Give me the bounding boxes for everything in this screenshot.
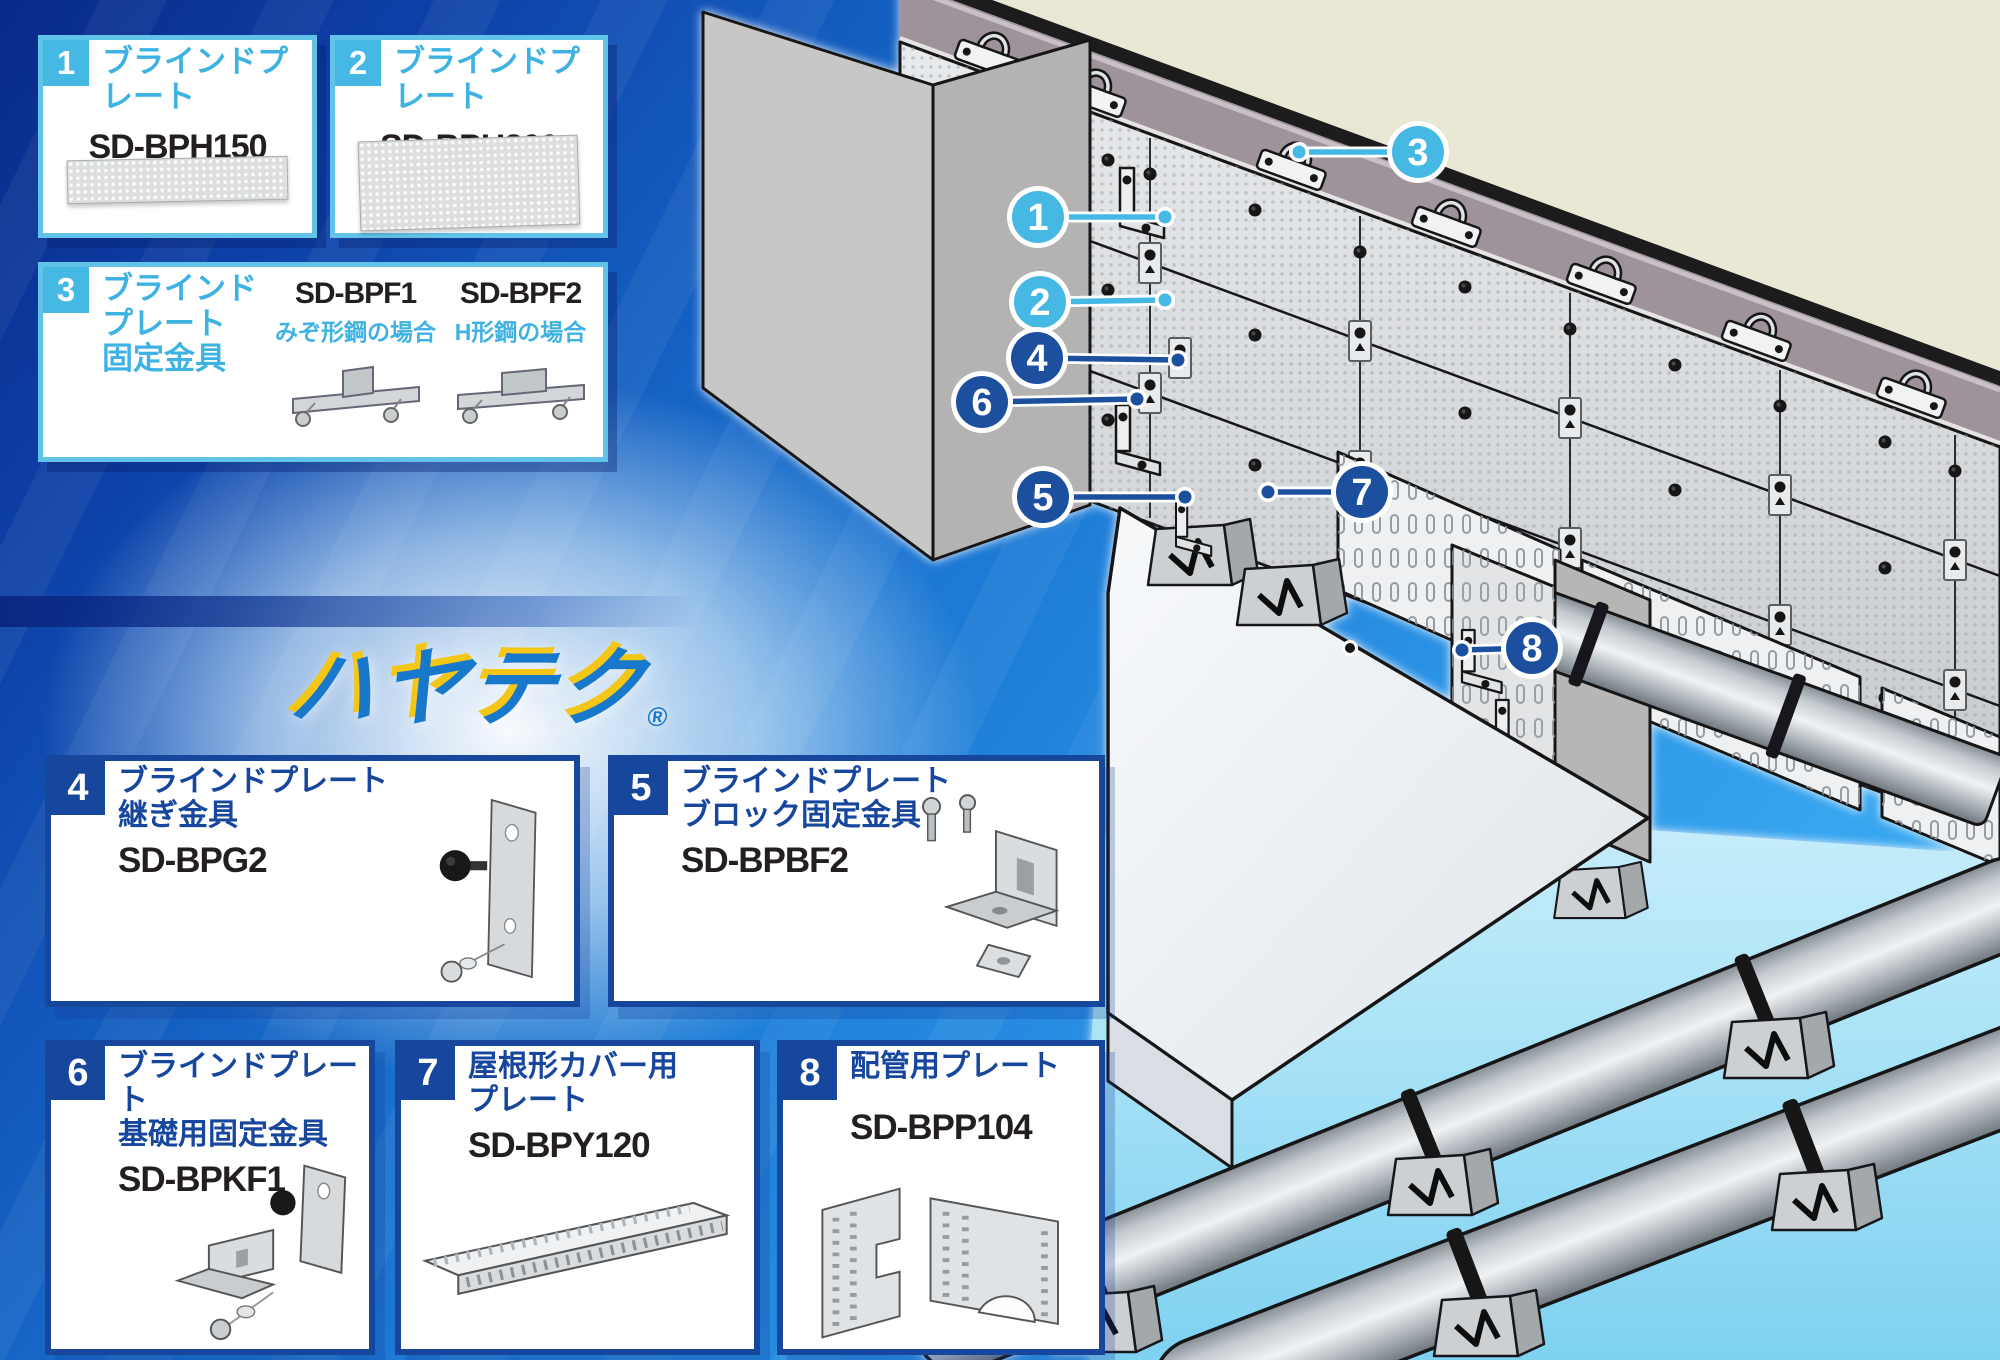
product-image-joint-bracket — [439, 798, 537, 983]
product-title: ブラインドプレート — [394, 44, 580, 115]
callout-6: 6 — [951, 371, 1147, 433]
product-card-2: 2 ブラインドプレート SD-BPH300 — [330, 35, 608, 238]
product-model: SD-BPG2 — [118, 840, 268, 880]
callout-5: 5 — [1012, 466, 1195, 528]
product-number-badge: 4 — [51, 761, 105, 815]
svg-text:7: 7 — [1351, 472, 1372, 514]
callout-1: 1 — [1007, 186, 1175, 248]
svg-text:1: 1 — [1027, 197, 1048, 239]
product-number-badge: 5 — [614, 761, 668, 815]
product-card-3: 3 ブラインドプレート 固定金具 SD-BPF1 みぞ形鋼の場合 — [38, 262, 608, 462]
callout-7: 7 — [1258, 461, 1393, 523]
product-card-8: 8 配管用プレート SD-BPP104 — [777, 1040, 1105, 1355]
product-title: ブラインドプレート 継ぎ金具 — [118, 765, 388, 832]
product-model: SD-BPF1 — [294, 277, 417, 310]
product-card-1: 1 ブラインドプレート SD-BPH150 — [38, 35, 317, 238]
product-number-badge: 2 — [335, 40, 381, 86]
product-number-badge: 6 — [51, 1046, 105, 1100]
callout-2: 2 — [1009, 271, 1175, 333]
product-model: SD-BPBF2 — [681, 840, 849, 880]
variant-sd-bpf1: SD-BPF1 みぞ形鋼の場合 — [273, 277, 438, 437]
product-number-badge: 8 — [783, 1046, 837, 1100]
callout-4: 4 — [1006, 327, 1188, 389]
product-image-fixing-bracket-2 — [456, 367, 585, 424]
product-note: H形鋼の場合 — [454, 319, 587, 345]
product-model: SD-BPF2 — [459, 277, 582, 310]
callout-8: 8 — [1452, 617, 1563, 679]
product-model: SD-BPKF1 — [118, 1159, 286, 1199]
background-navy-band — [0, 596, 700, 627]
product-card-7: 7 屋根形カバー用 プレート SD-BPY120 — [395, 1040, 760, 1355]
svg-text:5: 5 — [1032, 477, 1053, 519]
product-image-foundation-bracket — [174, 1164, 347, 1341]
svg-text:3: 3 — [1407, 132, 1428, 174]
product-model: SD-BPP104 — [850, 1108, 1033, 1147]
product-title: ブラインドプレート 基礎用固定金具 — [118, 1050, 358, 1151]
product-image-fixing-bracket-1 — [291, 365, 420, 427]
product-note: みぞ形鋼の場合 — [275, 319, 436, 345]
product-number-badge: 3 — [43, 267, 89, 313]
product-number-badge: 7 — [401, 1046, 455, 1100]
variant-sd-bpf2: SD-BPF2 H形鋼の場合 — [438, 277, 603, 437]
product-card-4: 4 ブラインドプレート 継ぎ金具 SD-BPG2 — [45, 755, 580, 1007]
duct-cover — [1106, 506, 1650, 1170]
svg-text:6: 6 — [971, 382, 992, 424]
product-title: ブラインドプレート ブロック固定金具 — [681, 765, 951, 832]
product-card-6: 6 ブラインドプレート 基礎用固定金具 SD-BPKF1 — [45, 1040, 375, 1355]
product-number-badge: 1 — [43, 40, 89, 86]
svg-text:2: 2 — [1029, 282, 1050, 324]
product-title: ブラインドプレート 固定金具 — [102, 271, 257, 377]
svg-text:8: 8 — [1521, 628, 1542, 670]
product-model: SD-BPY120 — [468, 1125, 651, 1165]
product-title: 屋根形カバー用 プレート — [468, 1050, 678, 1117]
product-title: ブラインドプレート — [102, 44, 288, 115]
product-card-5: 5 ブラインドプレート ブロック固定金具 SD-BPBF2 — [608, 755, 1105, 1007]
product-image-roof-cover-plate — [421, 1201, 731, 1296]
svg-text:4: 4 — [1026, 338, 1047, 380]
product-title: 配管用プレート — [850, 1050, 1060, 1083]
product-image-piping-plate — [821, 1187, 1059, 1339]
callout-3: 3 — [1289, 121, 1449, 183]
product-image-block-fixing-bracket — [922, 794, 1060, 979]
